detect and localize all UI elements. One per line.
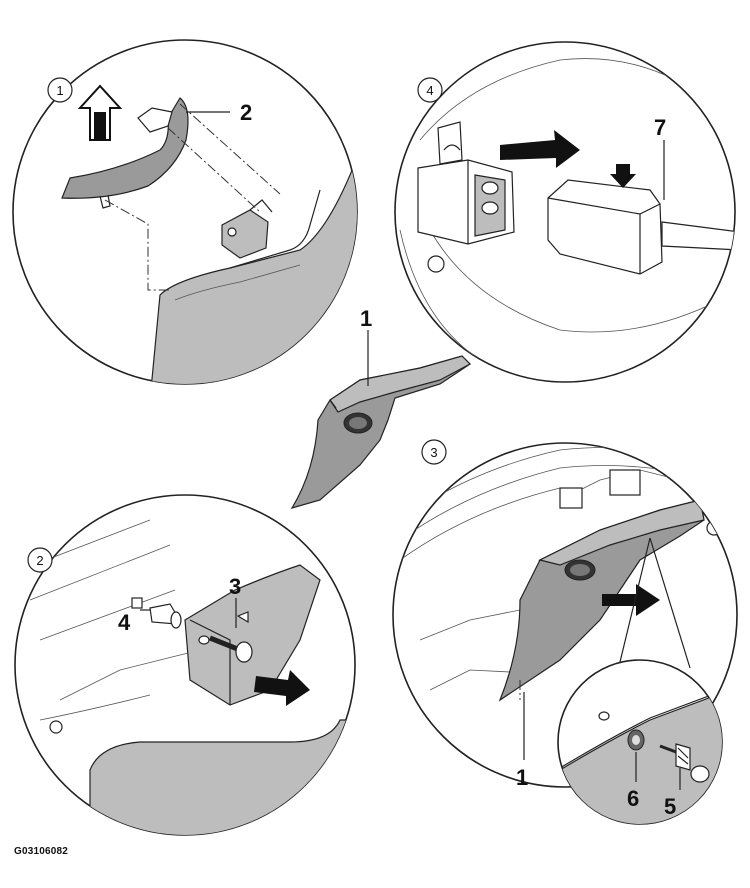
callout-7-connector: 7 bbox=[654, 115, 666, 140]
view-1-step-number: 1 bbox=[56, 83, 63, 98]
callout-2-handle: 2 bbox=[240, 100, 252, 125]
detail-clip-pin: 6 5 bbox=[557, 659, 723, 825]
view-4-electrical-connector: 4 7 bbox=[394, 41, 736, 383]
callout-1-installed-panel: 1 bbox=[516, 765, 528, 790]
callout-1-trim-panel: 1 bbox=[360, 306, 372, 331]
figure-code: G03106082 bbox=[14, 846, 69, 857]
callout-3-screw: 3 bbox=[229, 574, 241, 599]
view-2-step-number: 2 bbox=[36, 553, 43, 568]
center-pillar-trim-panel: 1 bbox=[290, 306, 471, 509]
view-3-step-number: 3 bbox=[430, 445, 437, 460]
callout-6-grommet: 6 bbox=[627, 786, 639, 811]
view-2-fastener-removal: 2 3 4 bbox=[14, 494, 356, 836]
callout-5-pin: 5 bbox=[664, 794, 676, 819]
view-1-grab-handle: 1 2 bbox=[12, 39, 358, 385]
callout-4-clip: 4 bbox=[118, 610, 131, 635]
view-4-step-number: 4 bbox=[426, 83, 433, 98]
